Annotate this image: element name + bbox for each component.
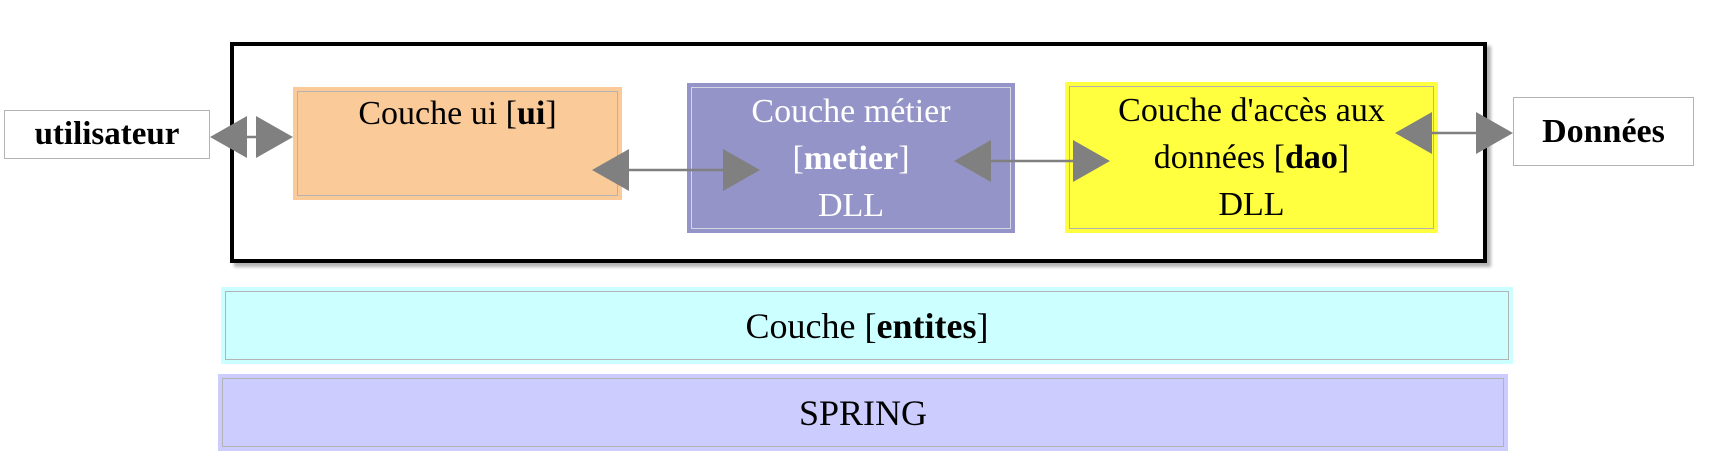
dao-bracket-close: ] — [1337, 139, 1350, 176]
spring-layer-bar: SPRING — [222, 378, 1504, 447]
dao-label-bold: dao — [1285, 139, 1338, 176]
business-layer-line2: [metier] — [692, 135, 1010, 182]
business-layer-line1: Couche métier — [751, 93, 951, 130]
dao-label-prefix: données [ — [1153, 139, 1285, 176]
ui-label-bold: ui — [516, 95, 546, 132]
entites-label-bold: entites — [876, 305, 977, 346]
entites-bracket-close: ] — [976, 305, 989, 346]
data-store-label: Données — [1542, 112, 1665, 150]
spring-label: SPRING — [798, 392, 928, 433]
data-access-layer-box: Couche d'accès aux données [dao] DLL — [1069, 86, 1434, 229]
ui-layer-box: Couche ui [ui] — [297, 91, 618, 196]
dao-layer-line1: Couche d'accès aux — [1118, 92, 1385, 129]
user-label: utilisateur — [34, 116, 180, 152]
user-box: utilisateur — [4, 110, 210, 159]
dao-layer-line3: DLL — [1218, 186, 1285, 223]
business-layer-line3: DLL — [817, 187, 885, 224]
entites-label-prefix: Couche [ — [745, 305, 877, 346]
business-layer-box: Couche métier [metier] DLL — [691, 87, 1011, 229]
ui-label-suffix: ] — [545, 95, 557, 132]
dao-layer-line2: données [dao] — [1070, 134, 1433, 181]
ui-layer-label: Couche ui [ui] — [298, 94, 617, 134]
ui-label-prefix: Couche ui [ — [358, 95, 517, 132]
data-store-box: Données — [1513, 97, 1694, 166]
metier-bracket-close: ] — [898, 140, 910, 177]
entities-layer-label: Couche [entites] — [746, 305, 989, 347]
entities-layer-bar: Couche [entites] — [225, 291, 1509, 360]
metier-label-bold: metier — [803, 140, 899, 177]
metier-bracket-open: [ — [792, 140, 804, 177]
